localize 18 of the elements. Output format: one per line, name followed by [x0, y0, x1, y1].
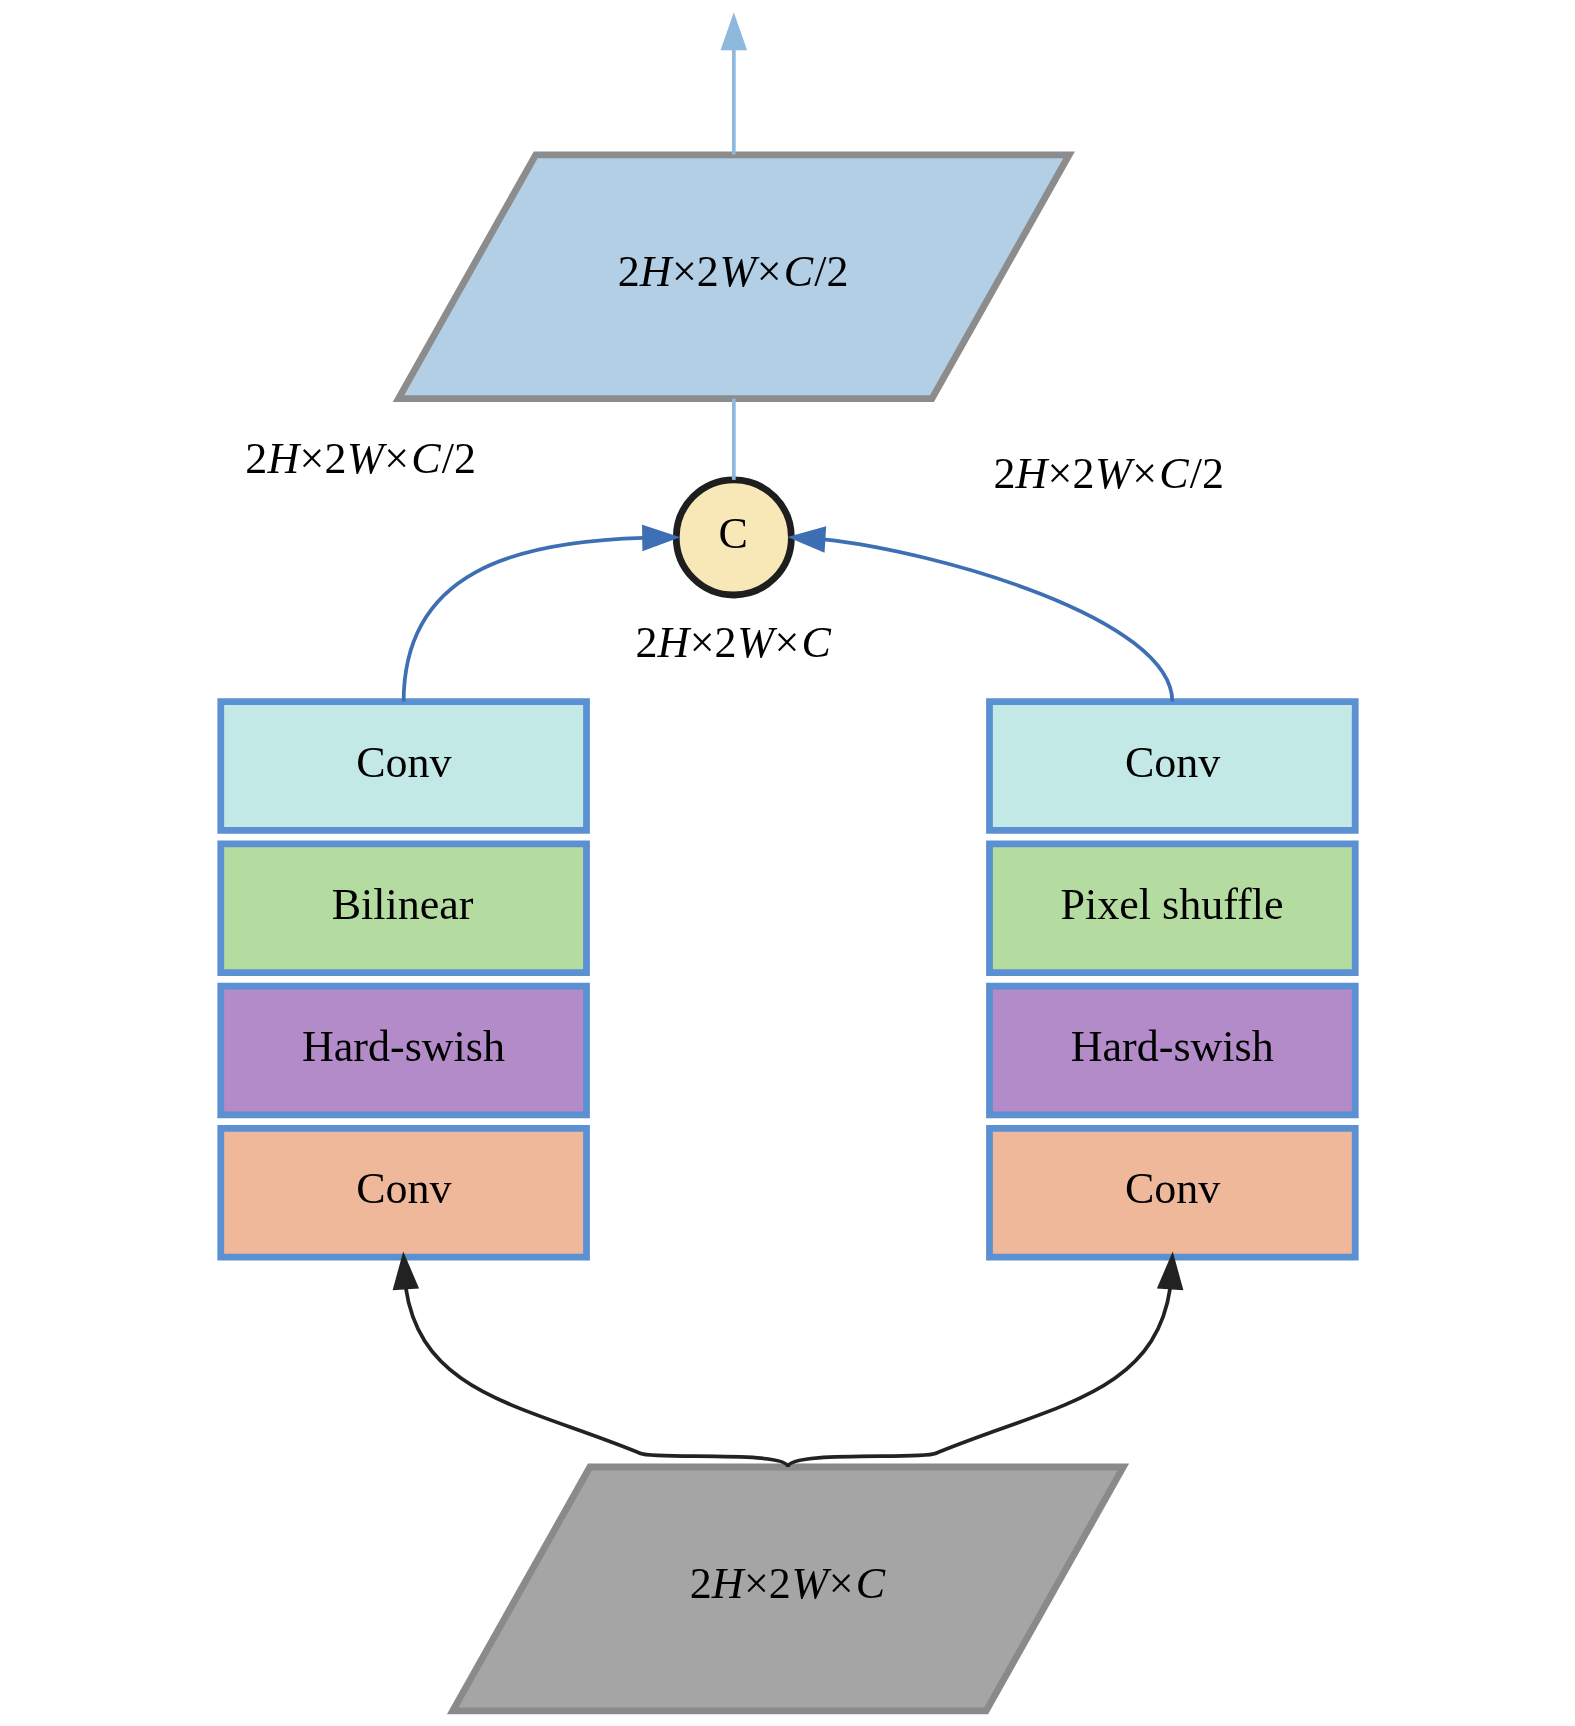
arrow — [786, 1251, 1183, 1469]
node-box: Pixel shuffle — [985, 840, 1359, 976]
node-box: Conv — [985, 1124, 1359, 1261]
arrow — [786, 526, 1174, 703]
node-circle: C — [672, 476, 795, 599]
node-box: Hard-swish — [216, 982, 590, 1119]
connector — [731, 398, 736, 480]
edge-label: 2H×2W×C/2 — [244, 433, 476, 483]
node-label: 2H×2W×C — [635, 618, 831, 668]
node-box: Bilinear — [216, 840, 590, 976]
node-box: Hard-swish — [985, 982, 1359, 1119]
arrow — [392, 1251, 789, 1469]
node-box: Conv — [216, 1124, 590, 1261]
arrow — [401, 524, 680, 702]
edge-label: 2H×2W×C/2 — [992, 448, 1224, 498]
node-box: Conv — [985, 698, 1359, 834]
node-box: Conv — [216, 698, 590, 834]
arrow — [720, 12, 747, 155]
